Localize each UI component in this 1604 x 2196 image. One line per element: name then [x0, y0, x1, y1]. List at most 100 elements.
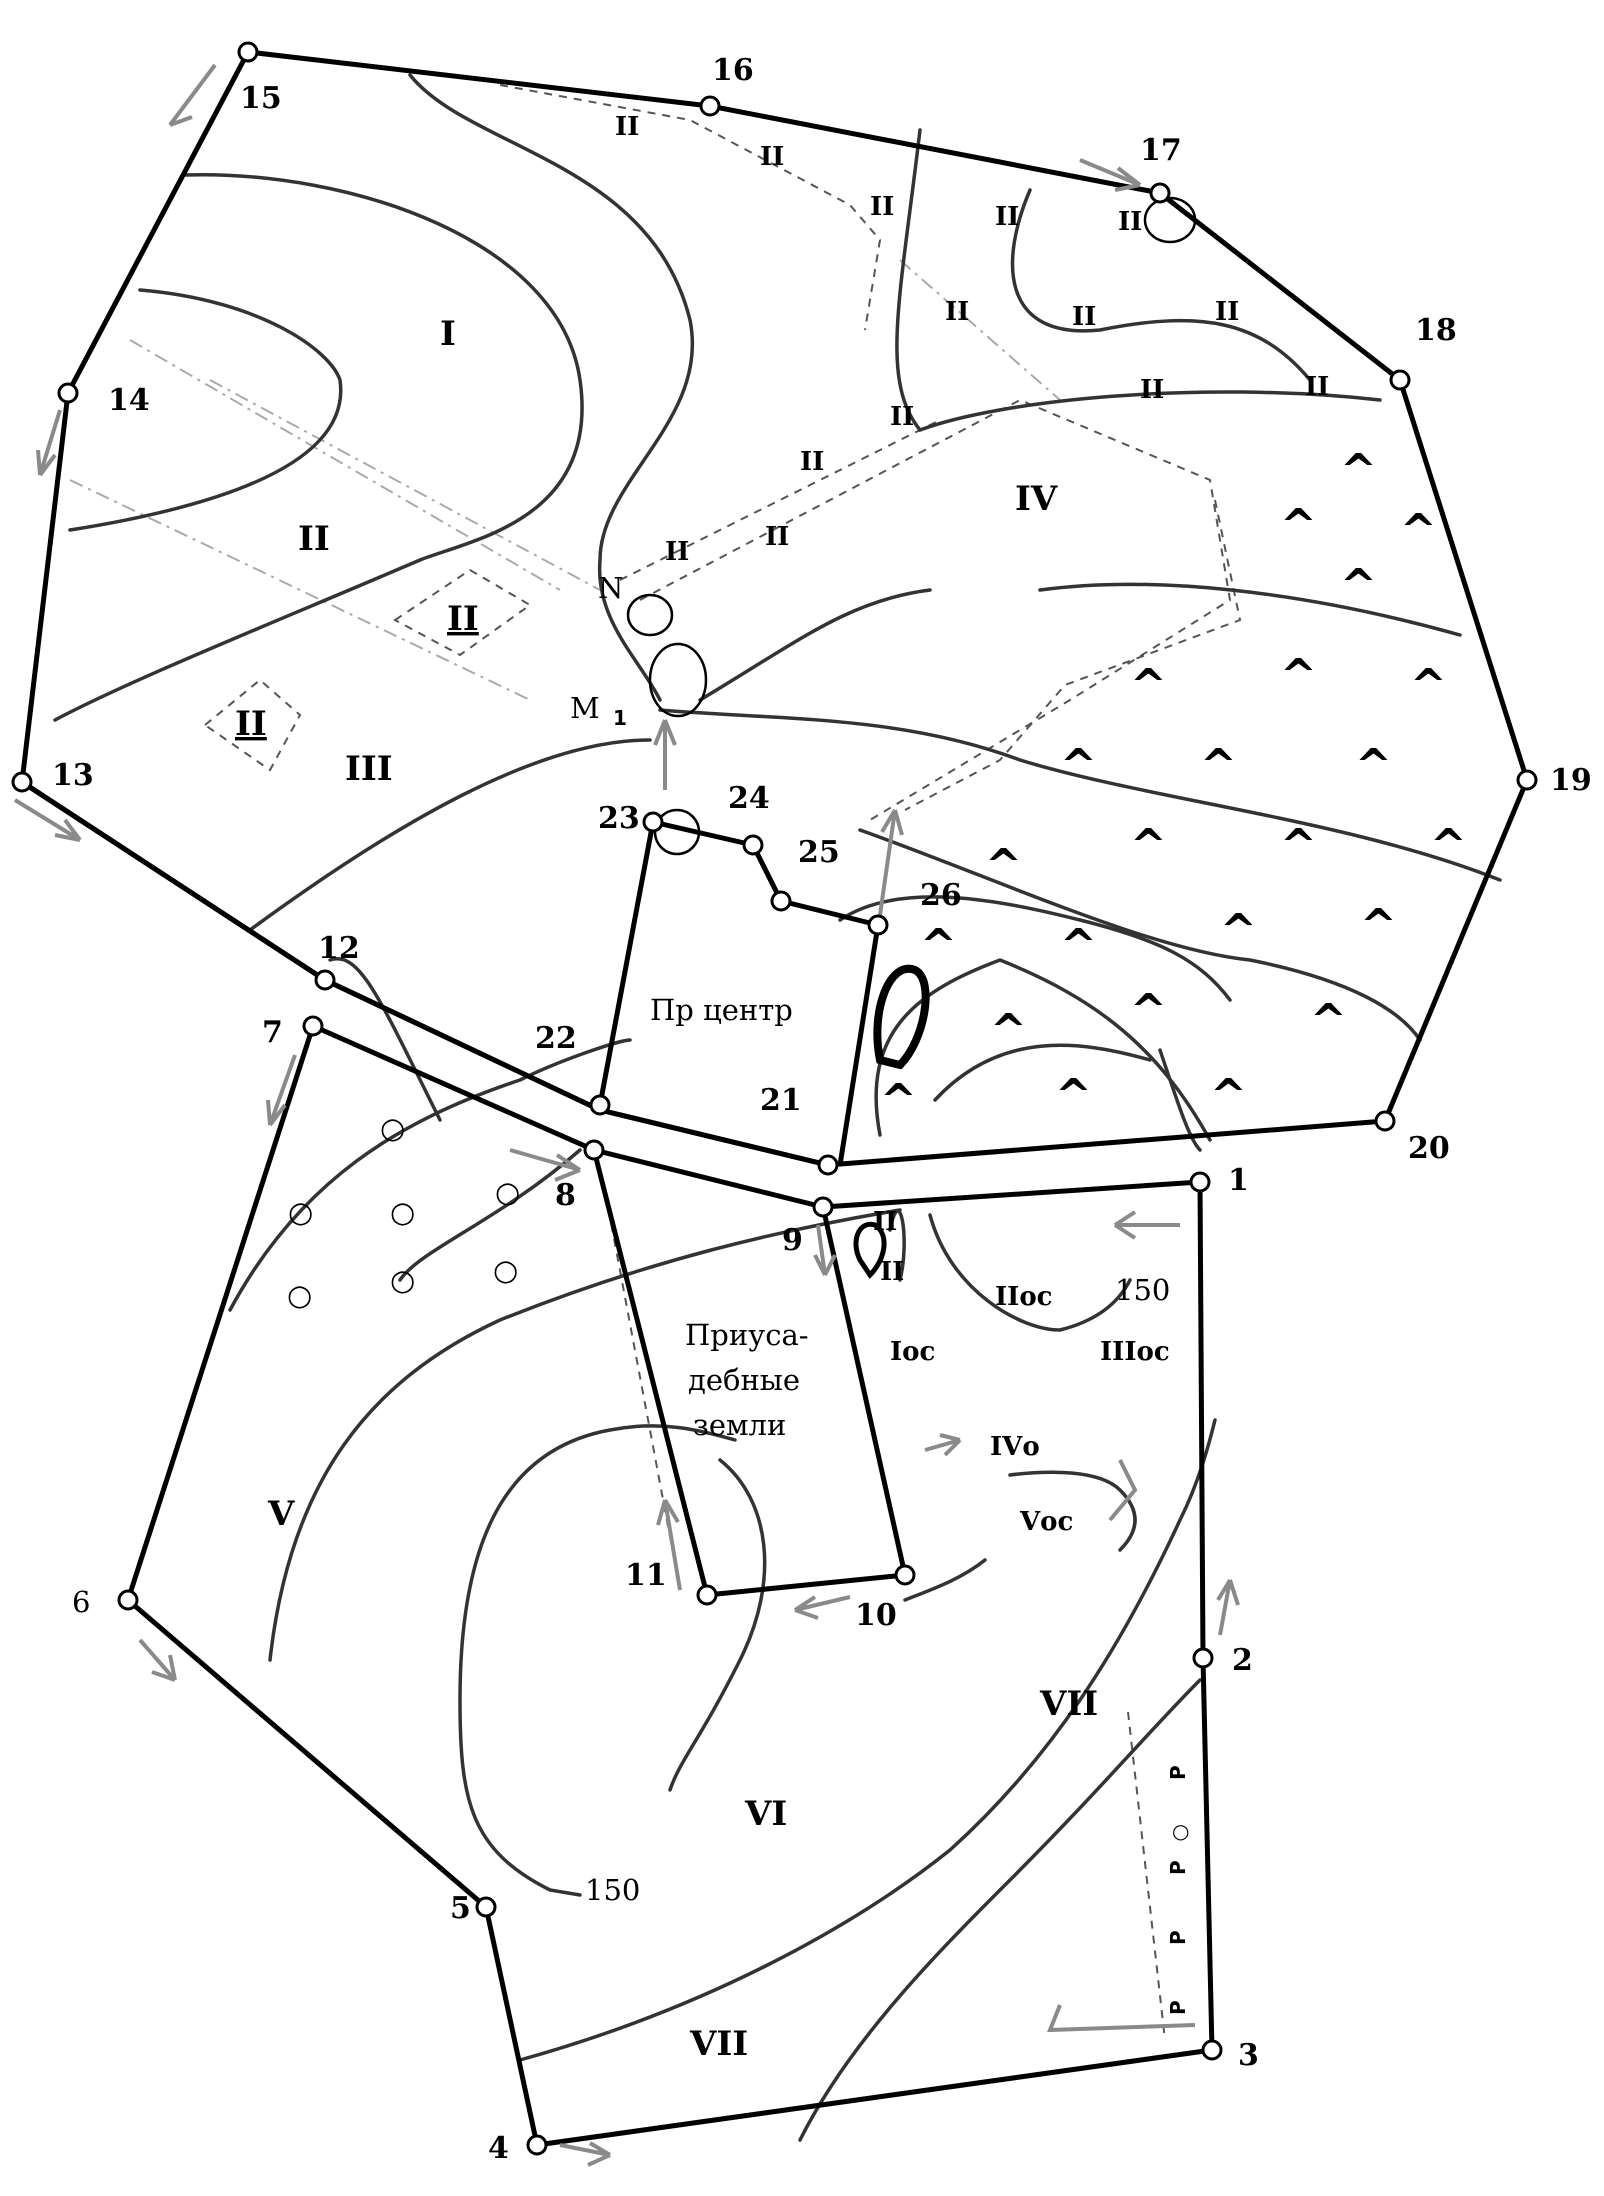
marker-1 — [1189, 1171, 1211, 1193]
arrow-11 — [656, 1498, 682, 1591]
contour-15 — [328, 957, 442, 1122]
marsh-symbol-11: ^ — [1130, 820, 1167, 871]
contour-18 — [268, 1208, 902, 1662]
ii-marker-12: II — [800, 447, 824, 477]
marsh-symbol-14: ^ — [985, 840, 1022, 891]
arrow-15 — [168, 63, 217, 127]
marsh-symbol-8: ^ — [1060, 740, 1097, 791]
zone-label-vii-south: VII — [689, 2024, 748, 2064]
contour-3 — [68, 288, 343, 532]
pond-26 — [873, 964, 930, 1070]
shrub-symbol-3: ○ — [390, 1195, 415, 1229]
marsh-symbol-9: ^ — [1200, 740, 1237, 791]
marker-9 — [812, 1196, 834, 1218]
label-point-8: 8 — [555, 1178, 576, 1213]
marker-5 — [475, 1896, 497, 1918]
ii-marker-3: II — [870, 192, 894, 222]
boundary-south-parcel — [125, 1023, 1215, 2148]
faint-line-a — [129, 339, 561, 591]
contour-lines — [53, 73, 1502, 2142]
p-symbol-3: Р — [1166, 1930, 1190, 1945]
shrub-symbol-2: ○ — [288, 1195, 313, 1229]
marker-24 — [742, 834, 764, 856]
marker-12 — [314, 969, 336, 991]
faint-line-c — [209, 379, 601, 591]
marsh-symbol-12: ^ — [1280, 820, 1317, 871]
arrow-8 — [509, 1148, 582, 1182]
dashed-parcel-b — [203, 678, 302, 772]
marsh-symbols: ^ ^ ^ ^ ^ ^ ^ ^ ^ ^ ^ ^ ^ ^ ^ ^ ^ ^ ^ ^ … — [880, 445, 1467, 1126]
marsh-symbol-2: ^ — [1280, 500, 1317, 551]
ii-marker-14: II — [665, 537, 689, 567]
zone-label-i-oc: Iос — [890, 1337, 935, 1367]
contour-5 — [1010, 188, 1312, 382]
zone-label-ii-parcel-b: II — [235, 704, 267, 744]
contour-22 — [798, 1678, 1202, 2142]
marsh-symbol-22: ^ — [880, 1075, 917, 1126]
label-point-14: 14 — [108, 383, 150, 418]
arrow-3 — [1047, 2004, 1196, 2033]
contour-1 — [408, 73, 694, 702]
ii-marker-8: II — [1215, 297, 1239, 327]
small-shapes — [626, 196, 1197, 1279]
label-point-6: 6 — [72, 1585, 90, 1619]
marker-20 — [1374, 1110, 1396, 1132]
marsh-symbol-17: ^ — [920, 920, 957, 971]
zone-label-i: I — [440, 314, 456, 354]
contour-8 — [658, 708, 1502, 882]
marsh-symbol-4: ^ — [1340, 560, 1377, 611]
arrow-17 — [1079, 158, 1142, 192]
marker-14 — [57, 382, 79, 404]
zone-label-ii-oc: IIос — [995, 1282, 1053, 1312]
shrub-symbol-6: ○ — [287, 1278, 312, 1312]
label-point-4: 4 — [488, 2131, 509, 2166]
arrow-6 — [138, 1638, 177, 1682]
marker-17 — [1149, 182, 1171, 204]
small-circle-m1 — [648, 642, 708, 718]
marker-16 — [699, 95, 721, 117]
ii-marker-16: II — [880, 1257, 904, 1287]
contour-14 — [228, 1038, 632, 1312]
shrub-symbol-1: ○ — [380, 1111, 405, 1145]
label-point-10: 10 — [855, 1598, 897, 1633]
boundary-household-lands — [591, 1149, 908, 1598]
dashed-parcel-a — [393, 568, 532, 657]
marsh-symbol-23: ^ — [1055, 1070, 1092, 1121]
shrub-symbol-7: ○ — [390, 1263, 415, 1297]
ii-marker-4: II — [995, 202, 1019, 232]
label-point-20: 20 — [1408, 1131, 1450, 1166]
marsh-symbol-13: ^ — [1430, 820, 1467, 871]
pond-9 — [853, 1221, 887, 1279]
ii-marker-6: II — [945, 297, 969, 327]
label-point-16: 16 — [712, 53, 754, 88]
ii-marker-9: II — [1140, 375, 1164, 405]
household-lands-label-line-1: Приуса- — [685, 1318, 809, 1352]
marsh-symbol-21: ^ — [990, 1005, 1027, 1056]
contour-10 — [858, 828, 1422, 1042]
contour-9 — [248, 738, 652, 932]
ii-marker-13: II — [765, 522, 789, 552]
marker-26 — [867, 914, 889, 936]
p-symbol-1: Р — [1166, 1765, 1190, 1780]
label-point-1: 1 — [1228, 1163, 1249, 1198]
marsh-symbol-7: ^ — [1410, 660, 1447, 711]
label-point-2: 2 — [1232, 1643, 1253, 1678]
label-point-m-subscript: 1 — [613, 706, 627, 730]
label-point-24: 24 — [728, 781, 770, 816]
zone-label-iv-o: IVо — [990, 1432, 1040, 1462]
marker-15 — [237, 41, 259, 63]
marker-4 — [526, 2134, 548, 2156]
contour-17 — [928, 1213, 1132, 1332]
marker-22 — [589, 1094, 611, 1116]
label-point-26: 26 — [920, 878, 962, 913]
arrow-7 — [266, 1054, 297, 1127]
marker-6 — [117, 1589, 139, 1611]
arrow-4 — [559, 2141, 612, 2167]
contour-value-150-south: 150 — [585, 1873, 640, 1907]
contour-11 — [838, 895, 1232, 1002]
ii-marker-11: II — [890, 402, 914, 432]
point-markers — [11, 41, 1538, 2156]
dashed-lines — [69, 84, 1242, 2041]
label-point-15: 15 — [240, 81, 282, 116]
